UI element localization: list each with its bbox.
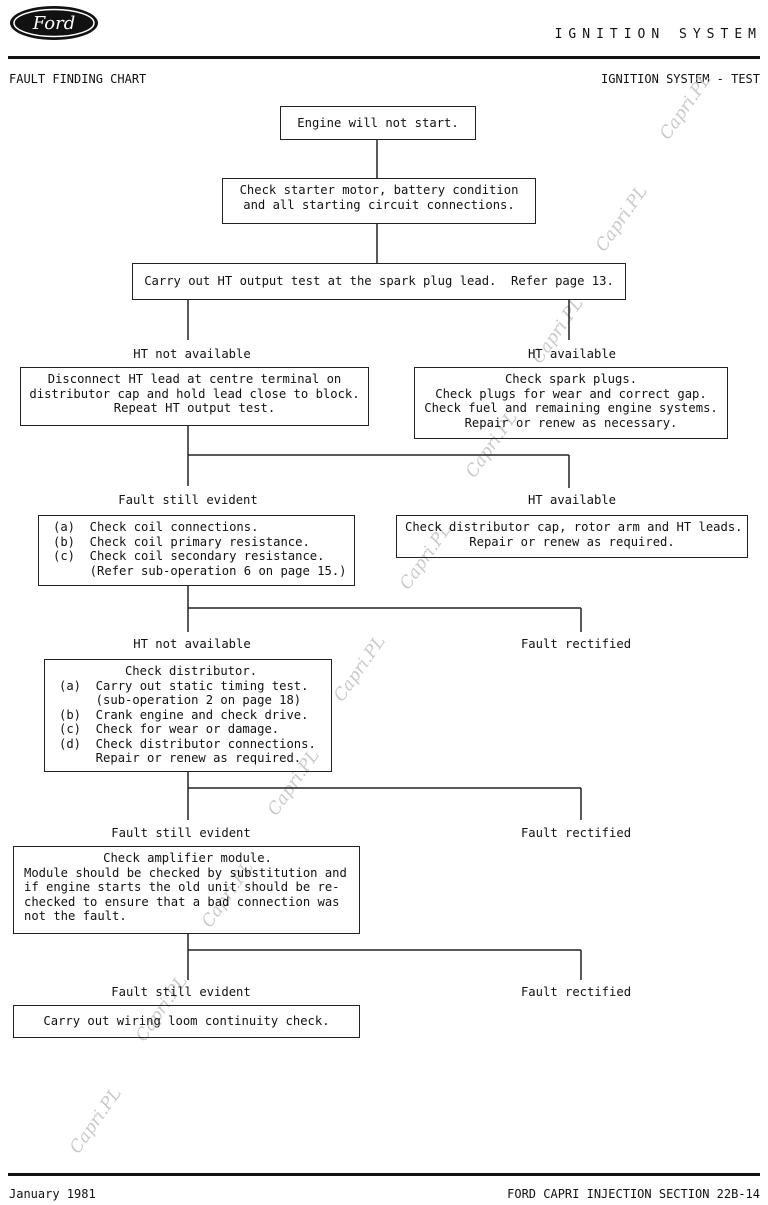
box-line: Engine will not start.: [297, 116, 459, 130]
start-box: Engine will not start.: [280, 106, 476, 140]
box-line: (b) Crank engine and check drive.: [59, 707, 309, 722]
label-fault-still-evident: Fault still evident: [111, 826, 251, 840]
box-line: (c) Check for wear or damage.: [59, 722, 280, 736]
box-line: Disconnect HT lead at centre terminal on: [47, 372, 342, 386]
label-ht-available: HT available: [527, 493, 617, 507]
box-line: Check starter motor, battery condition: [239, 183, 519, 197]
check-distributor-box: Check distributor. (a) Carry out static …: [44, 659, 332, 772]
box-line: Module should be checked by substitution…: [24, 865, 347, 880]
box-line: (b) Check coil primary resistance.: [53, 534, 310, 549]
check-coil-box: (a) Check coil connections. (b) Check co…: [38, 515, 355, 586]
box-line: Carry out HT output test at the spark pl…: [144, 274, 614, 288]
label-ht-not-available: HT not available: [133, 637, 251, 651]
label-fault-still-evident: Fault still evident: [118, 493, 258, 507]
box-line: (a) Carry out static timing test.: [59, 678, 309, 693]
box-line: Check spark plugs.: [504, 372, 638, 386]
box-line: Repair or renew as required.: [59, 751, 302, 765]
box-line: Carry out wiring loom continuity check.: [43, 1014, 330, 1028]
check-starter-box: Check starter motor, battery condition a…: [222, 178, 536, 224]
label-ht-available: HT available: [527, 347, 617, 361]
box-line: Repair or renew as required.: [469, 534, 675, 549]
box-line: Check plugs for wear and correct gap.: [435, 386, 707, 401]
box-line: distributor cap and hold lead close to b…: [29, 386, 360, 401]
box-line: (d) Check distributor connections.: [59, 736, 316, 751]
check-distributor-cap-box: Check distributor cap, rotor arm and HT …: [396, 515, 748, 558]
label-fault-rectified: Fault rectified: [520, 637, 632, 651]
label-fault-rectified: Fault rectified: [520, 826, 632, 840]
ht-output-test-box: Carry out HT output test at the spark pl…: [132, 263, 626, 300]
footer-section: FORD CAPRI INJECTION SECTION 22B-14: [507, 1187, 760, 1201]
wiring-check-box: Carry out wiring loom continuity check.: [13, 1005, 360, 1038]
footer-date: January 1981: [9, 1187, 96, 1201]
label-fault-rectified: Fault rectified: [520, 985, 632, 999]
header-rule: [8, 56, 760, 59]
ford-logo: Ford: [8, 4, 100, 42]
box-line: (c) Check coil secondary resistance.: [53, 549, 325, 563]
box-title: Check distributor.: [124, 664, 258, 678]
footer-rule: [8, 1173, 760, 1176]
section-title: IGNITION SYSTEM: [554, 27, 762, 42]
box-line: Check distributor cap, rotor arm and HT …: [405, 520, 743, 534]
label-fault-still-evident: Fault still evident: [111, 985, 251, 999]
disconnect-ht-box: Disconnect HT lead at centre terminal on…: [20, 367, 369, 426]
right-subtitle: IGNITION SYSTEM - TEST: [601, 72, 760, 86]
box-line: Repair or renew as necessary.: [464, 415, 678, 430]
box-line: if engine starts the old unit should be …: [24, 880, 340, 894]
box-line: not the fault.: [24, 909, 127, 923]
box-line: (Refer sub-operation 6 on page 15.): [53, 563, 347, 578]
box-line: (a) Check coil connections.: [53, 520, 259, 534]
check-plugs-box: Check spark plugs. Check plugs for wear …: [414, 367, 728, 439]
left-subtitle: FAULT FINDING CHART: [9, 72, 147, 86]
box-line: Repeat HT output test.: [113, 401, 276, 415]
check-amplifier-box: Check amplifier module. Module should be…: [13, 846, 360, 934]
label-ht-not-available: HT not available: [133, 347, 251, 361]
ford-logo-text: Ford: [32, 13, 75, 34]
box-line: and all starting circuit connections.: [243, 197, 515, 212]
box-title: Check amplifier module.: [103, 851, 272, 865]
box-line: (sub-operation 2 on page 18): [59, 693, 302, 707]
box-line: checked to ensure that a bad connection …: [24, 894, 340, 909]
box-line: Check fuel and remaining engine systems.: [424, 401, 718, 415]
